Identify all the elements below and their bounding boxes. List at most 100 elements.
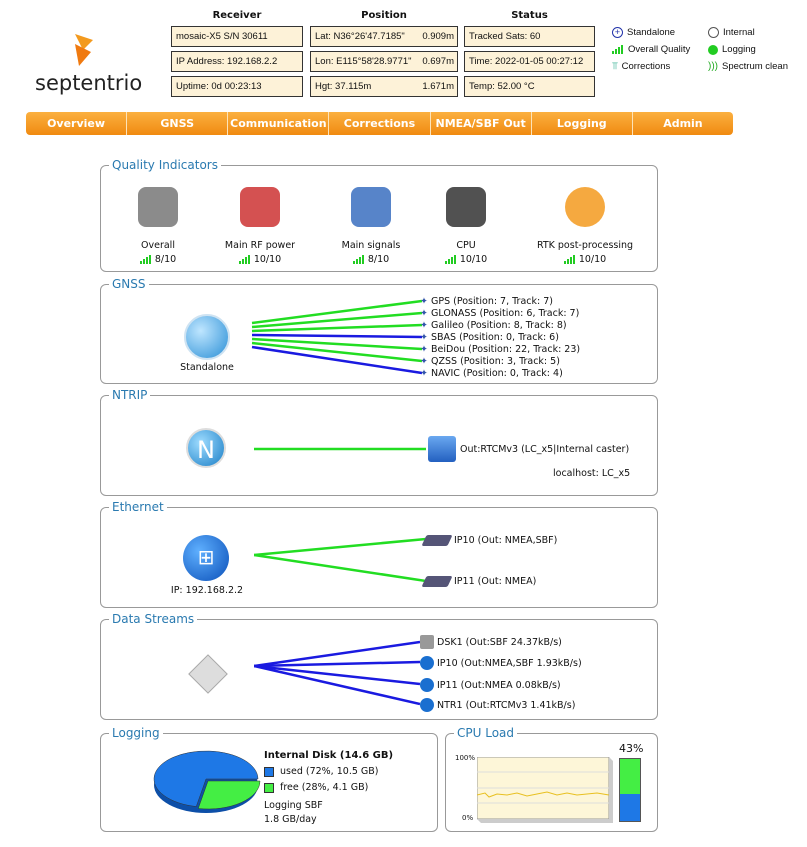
spectrum-icon: ))) <box>708 61 718 72</box>
streams-section: Data Streams <box>100 612 658 720</box>
pie-used-slice <box>153 750 259 807</box>
logo-mark-icon <box>75 34 93 66</box>
stream-item: IP10 (Out:NMEA,SBF 1.93kB/s) <box>420 656 582 670</box>
signal-bars-icon <box>612 45 623 54</box>
stream-item: IP11 (Out:NMEA 0.08kB/s) <box>420 678 561 692</box>
satellite-icon: ✦ <box>420 356 428 367</box>
gnss-mode: Standalone <box>180 362 234 373</box>
quality-label: Main RF power <box>224 240 296 251</box>
nav-overview[interactable]: Overview <box>26 112 128 135</box>
ethernet-port: IP10 (Out: NMEA,SBF) <box>454 535 558 546</box>
standalone-icon: + <box>612 27 623 38</box>
section-title: Quality Indicators <box>109 158 221 172</box>
gnss-links <box>251 299 423 375</box>
nav-corrections[interactable]: Corrections <box>329 112 431 135</box>
legend-internal: Internal <box>708 27 755 38</box>
gnss-link <box>251 345 423 375</box>
gnss-link <box>251 337 423 351</box>
satellite-icon: ✦ <box>420 296 428 307</box>
quality-value[interactable]: 10/10 <box>406 254 526 265</box>
quality-value[interactable]: 8/10 <box>98 254 218 265</box>
gnss-link <box>251 299 423 325</box>
logo: septentrio <box>35 30 143 95</box>
ethernet-ip: IP: 192.168.2.2 <box>170 585 244 596</box>
legend-standalone: +Standalone <box>612 27 675 38</box>
antenna-icon: ⫪ <box>612 61 618 72</box>
quality-icon <box>446 187 486 227</box>
quality-icon <box>138 187 178 227</box>
gnss-link <box>251 341 423 363</box>
nav-nmea-sbf-out[interactable]: NMEA/SBF Out <box>431 112 532 135</box>
cpu-history-chart <box>477 757 613 823</box>
legend-spectrum: )))Spectrum clean <box>708 61 789 72</box>
legend-used: used (72%, 10.5 GB) <box>264 766 378 777</box>
pie-free-slice <box>197 780 261 810</box>
ethernet-port: IP11 (Out: NMEA) <box>454 576 537 587</box>
nav-admin[interactable]: Admin <box>663 117 703 130</box>
ntrip-host: localhost: LC_x5 <box>553 468 631 479</box>
logging-rate: 1.8 GB/day <box>264 814 317 825</box>
brand-name: septentrio <box>35 71 143 95</box>
stream-icon <box>420 635 434 649</box>
quality-value[interactable]: 10/10 <box>200 254 320 265</box>
nav-gnss[interactable]: GNSS <box>127 112 229 135</box>
constellation-item: ✦ SBAS (Position: 0, Track: 6) <box>420 332 559 343</box>
position-lon: Lon: E115°58'28.9771"0.697m <box>310 51 458 72</box>
col-receiver: Receiver <box>212 10 262 21</box>
port-icon <box>421 535 453 546</box>
satellite-icon: ✦ <box>420 308 428 319</box>
satellite-icon: ✦ <box>420 320 428 331</box>
globe-icon <box>184 314 230 360</box>
quality-label: Main signals <box>341 240 401 251</box>
lat-error: 0.909m <box>420 27 454 46</box>
receiver-serial: mosaic-X5 S/N 30611 <box>171 26 303 47</box>
legend-free: free (28%, 4.1 GB) <box>264 782 368 793</box>
nav-logging[interactable]: Logging <box>532 112 633 135</box>
ethernet-links <box>254 537 426 583</box>
status-time: Time: 2022-01-05 00:27:12 <box>464 51 595 72</box>
cpu-gauge <box>619 758 641 822</box>
legend-quality: Overall Quality <box>612 44 690 55</box>
stream-item: NTR1 (Out:RTCMv3 1.41kB/s) <box>420 698 575 712</box>
ntrip-section: NTRIP <box>100 388 658 496</box>
constellation-item: ✦ Galileo (Position: 8, Track: 8) <box>420 320 567 331</box>
hgt-error: 1.671m <box>420 77 454 96</box>
free-swatch <box>264 782 274 793</box>
cpu-axis-min: 0% <box>462 814 474 822</box>
stream-icon <box>420 678 434 692</box>
section-title: Ethernet <box>109 500 167 514</box>
gnss-section: GNSS <box>100 277 658 384</box>
stream-icon <box>420 698 434 712</box>
quality-value[interactable]: 10/10 <box>525 254 645 265</box>
signal-bars-icon <box>139 255 151 264</box>
receiver-ip: IP Address: 192.168.2.2 <box>171 51 303 72</box>
caster-icon <box>428 436 456 462</box>
position-lat: Lat: N36°26'47.7185"0.909m <box>310 26 458 47</box>
quality-label: CPU <box>456 240 476 251</box>
main-nav: Overview GNSS Communication Corrections … <box>26 112 733 135</box>
nav-communication[interactable]: Communication <box>228 112 330 135</box>
signal-bars-icon <box>352 255 364 264</box>
satellite-icon: ✦ <box>420 344 428 355</box>
constellation-item: ✦ NAVIC (Position: 0, Track: 4) <box>420 368 563 379</box>
gnss-link <box>251 323 423 333</box>
quality-section: Quality Indicators <box>100 158 658 272</box>
legend-logging: Logging <box>708 44 756 55</box>
quality-icon <box>351 187 391 227</box>
quality-icon <box>565 187 605 227</box>
status-temp: Temp: 52.00 °C <box>464 76 595 97</box>
quality-label: RTK post-processing <box>536 240 634 251</box>
constellation-item: ✦ GPS (Position: 7, Track: 7) <box>420 296 553 307</box>
stream-item: DSK1 (Out:SBF 24.37kB/s) <box>420 635 562 649</box>
cpu-gauge-fill <box>620 794 640 821</box>
signal-bars-icon <box>444 255 456 264</box>
quality-label: Overall <box>141 240 175 251</box>
status-sats: Tracked Sats: 60 <box>464 26 595 47</box>
satellite-icon: ✦ <box>420 332 428 343</box>
disk-pie-chart <box>153 750 261 813</box>
gnss-link <box>251 333 423 339</box>
quality-value[interactable]: 8/10 <box>311 254 431 265</box>
clock-icon <box>708 27 719 38</box>
signal-bars-icon <box>238 255 250 264</box>
legend-corrections: ⫪Corrections <box>612 61 671 72</box>
